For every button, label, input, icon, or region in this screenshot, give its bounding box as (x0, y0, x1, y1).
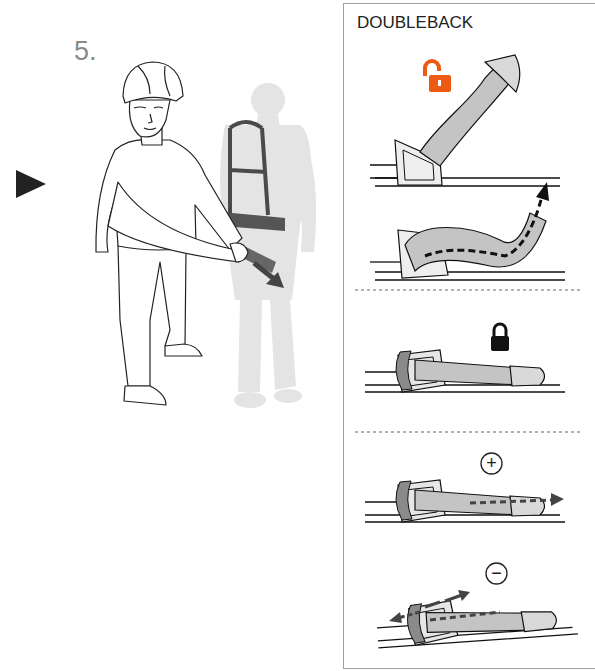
separator (355, 432, 580, 433)
circle-outline (486, 563, 507, 584)
arrow-head (536, 182, 549, 201)
arrow-head (266, 272, 284, 288)
strap-band (405, 213, 546, 271)
helmet-rib (138, 66, 170, 96)
buckle-open (370, 55, 560, 186)
webbing-line (370, 261, 400, 262)
buckle-threading (370, 182, 565, 280)
circle-outline (481, 453, 502, 474)
arm (292, 130, 316, 252)
play-marker (16, 170, 46, 198)
buckle (365, 350, 565, 392)
loosen-arrow (425, 602, 440, 607)
step-number: 5. (74, 36, 97, 67)
trousers (118, 245, 186, 386)
padlock-shackle (425, 61, 439, 76)
face-lines (134, 107, 163, 130)
strap-band (420, 62, 515, 166)
sign-symbol: + (480, 452, 503, 475)
wearer-silhouette (220, 83, 316, 408)
shoe (165, 344, 202, 356)
arrow-head (389, 612, 402, 623)
slide-line (430, 612, 500, 620)
shoe (124, 386, 166, 405)
open-padlock (429, 75, 451, 92)
thread-arrow (425, 196, 542, 256)
arrow-head (458, 590, 470, 601)
helper-figure (96, 62, 248, 405)
head (251, 83, 285, 117)
helmet (123, 62, 183, 103)
foot (234, 392, 266, 408)
buckle-locked (365, 324, 565, 392)
face (129, 100, 170, 137)
sign-symbol: − (485, 562, 508, 585)
loosen-arrow (398, 612, 420, 618)
arrow-head (551, 493, 564, 506)
padlock-shackle (494, 324, 506, 337)
webbing-line (370, 165, 400, 178)
panel-box: DOUBLEBACK + − (343, 3, 595, 669)
hand (230, 243, 248, 262)
buckle-tighten (365, 480, 565, 522)
closed-padlock (491, 336, 509, 351)
plus-circle: + (480, 452, 503, 475)
tighten-arrow (470, 500, 553, 503)
buckle (375, 592, 577, 648)
strap-end (485, 55, 520, 92)
buckle-loosen (375, 590, 577, 648)
minus-circle: − (485, 562, 508, 585)
loosen-arrow (445, 595, 462, 601)
keyhole (438, 80, 441, 86)
legs (238, 300, 296, 392)
separator (355, 290, 580, 291)
harness-strap (230, 122, 268, 215)
pull-arrow (254, 263, 274, 279)
buckle (365, 480, 565, 522)
panel-heading: DOUBLEBACK (357, 13, 473, 33)
foot (274, 389, 302, 403)
arm (108, 182, 239, 262)
